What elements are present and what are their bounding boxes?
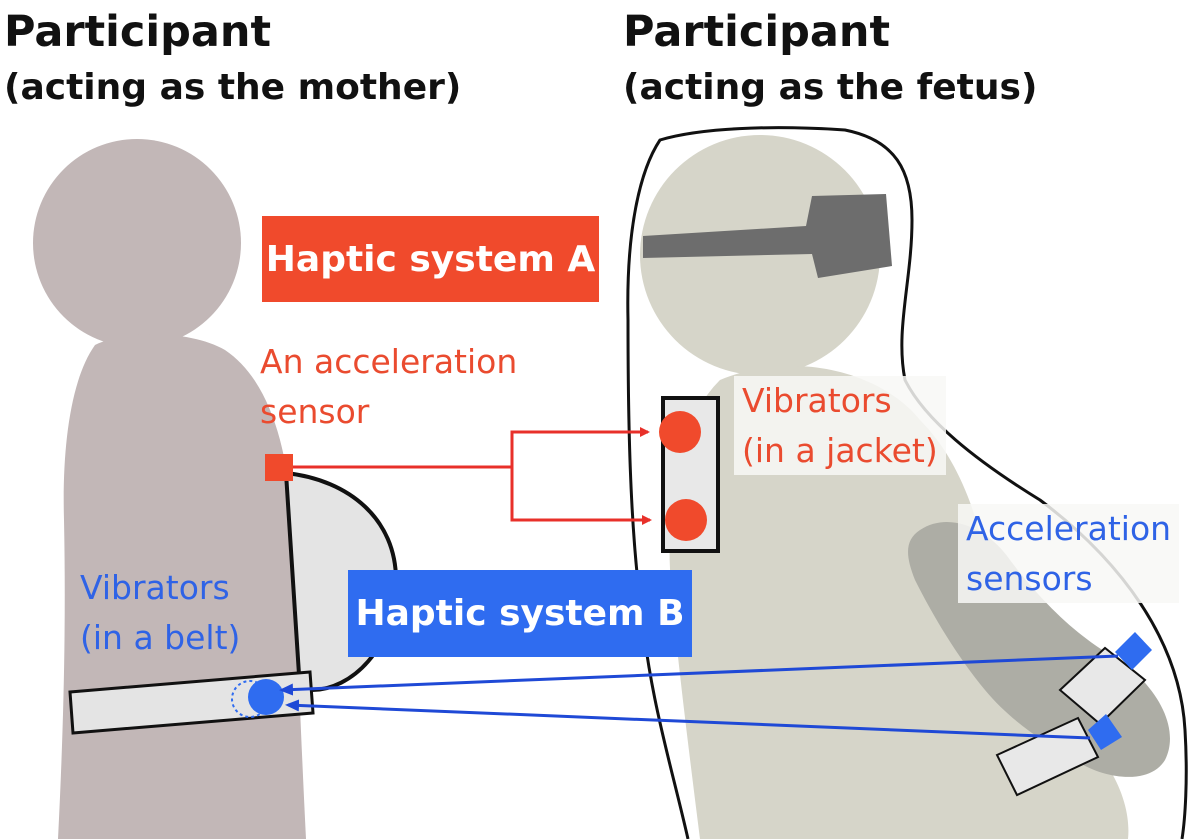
red-arrow-upper [510, 427, 650, 467]
mother-head [33, 139, 241, 347]
jacket-vibrators-label-line2: (in a jacket) [742, 430, 938, 470]
acceleration-sensor-label-line1: An acceleration [260, 342, 518, 381]
vr-headset-icon [643, 194, 892, 278]
leg-acceleration-sensors-label-line2: sensors [966, 558, 1093, 598]
leg-sensor-lower [1088, 714, 1122, 750]
jacket-vibrators-label: Vibrators (in a jacket) [734, 376, 946, 475]
leg-acceleration-sensors-label-line1: Acceleration [966, 509, 1172, 548]
leg-acceleration-sensors-label: Acceleration sensors [958, 504, 1180, 603]
belt-vibrators-label-line1: Vibrators [80, 568, 230, 607]
red-arrow-lower [510, 467, 652, 525]
fetus-body [669, 365, 1129, 839]
blue-arrow-upper [279, 654, 1119, 696]
belt-vibrators-label: Vibrators (in a belt) [80, 563, 240, 662]
belt-vibrators-label-line2: (in a belt) [80, 617, 241, 657]
leg-sensor-upper [1115, 632, 1152, 670]
system-a-wiring [265, 396, 720, 553]
haptic-system-b-label: Haptic system B [348, 570, 692, 657]
haptic-system-a-label: Haptic system A [262, 216, 599, 302]
mother-acceleration-sensor [265, 454, 293, 481]
leg-band-upper [1058, 646, 1147, 726]
jacket-vibrator-top [659, 411, 701, 453]
belt-vibrator [248, 679, 284, 715]
mother-heading-title: Participant [4, 7, 272, 57]
mother-heading-subtitle: (acting as the mother) [4, 67, 462, 108]
fetus-heading-title: Participant [623, 7, 891, 57]
acceleration-sensor-label-line2: sensor [260, 391, 370, 431]
blue-arrow-lower [285, 699, 1091, 740]
fetus-heading-subtitle: (acting as the fetus) [623, 67, 1038, 108]
jacket-vibrators-label-line1: Vibrators [742, 381, 892, 420]
jacket-vibrator-bottom [665, 499, 707, 541]
system-b-wiring [68, 632, 1152, 797]
acceleration-sensor-label: An acceleration sensor [260, 337, 517, 436]
